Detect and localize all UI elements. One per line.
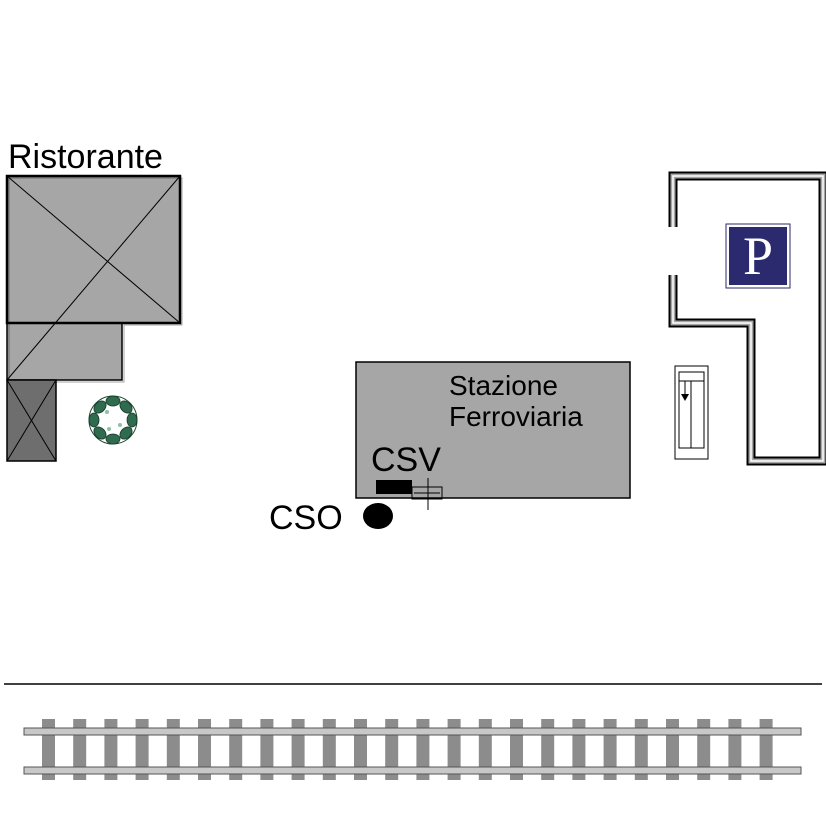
restaurant-building	[5, 174, 183, 383]
rail	[23, 727, 802, 736]
station-label-line1: Stazione	[449, 370, 558, 401]
railway-track	[23, 719, 802, 780]
cso-marker-icon	[363, 503, 393, 529]
parking-letter: P	[742, 226, 774, 286]
rail	[23, 766, 802, 775]
csv-marker-icon	[376, 478, 443, 510]
parking-sign-icon	[725, 223, 791, 289]
csv-label: CSV	[371, 441, 441, 479]
stairs-icon	[674, 365, 709, 460]
restaurant-label: Ristorante	[8, 138, 163, 176]
tree-icon	[88, 395, 138, 445]
parking-area	[668, 171, 826, 466]
station-label-line2: Ferroviaria	[449, 401, 583, 432]
station-building	[355, 361, 631, 499]
cso-label: CSO	[269, 499, 343, 537]
restaurant-annex	[6, 379, 57, 462]
station-label: Stazione Ferroviaria	[449, 370, 583, 432]
